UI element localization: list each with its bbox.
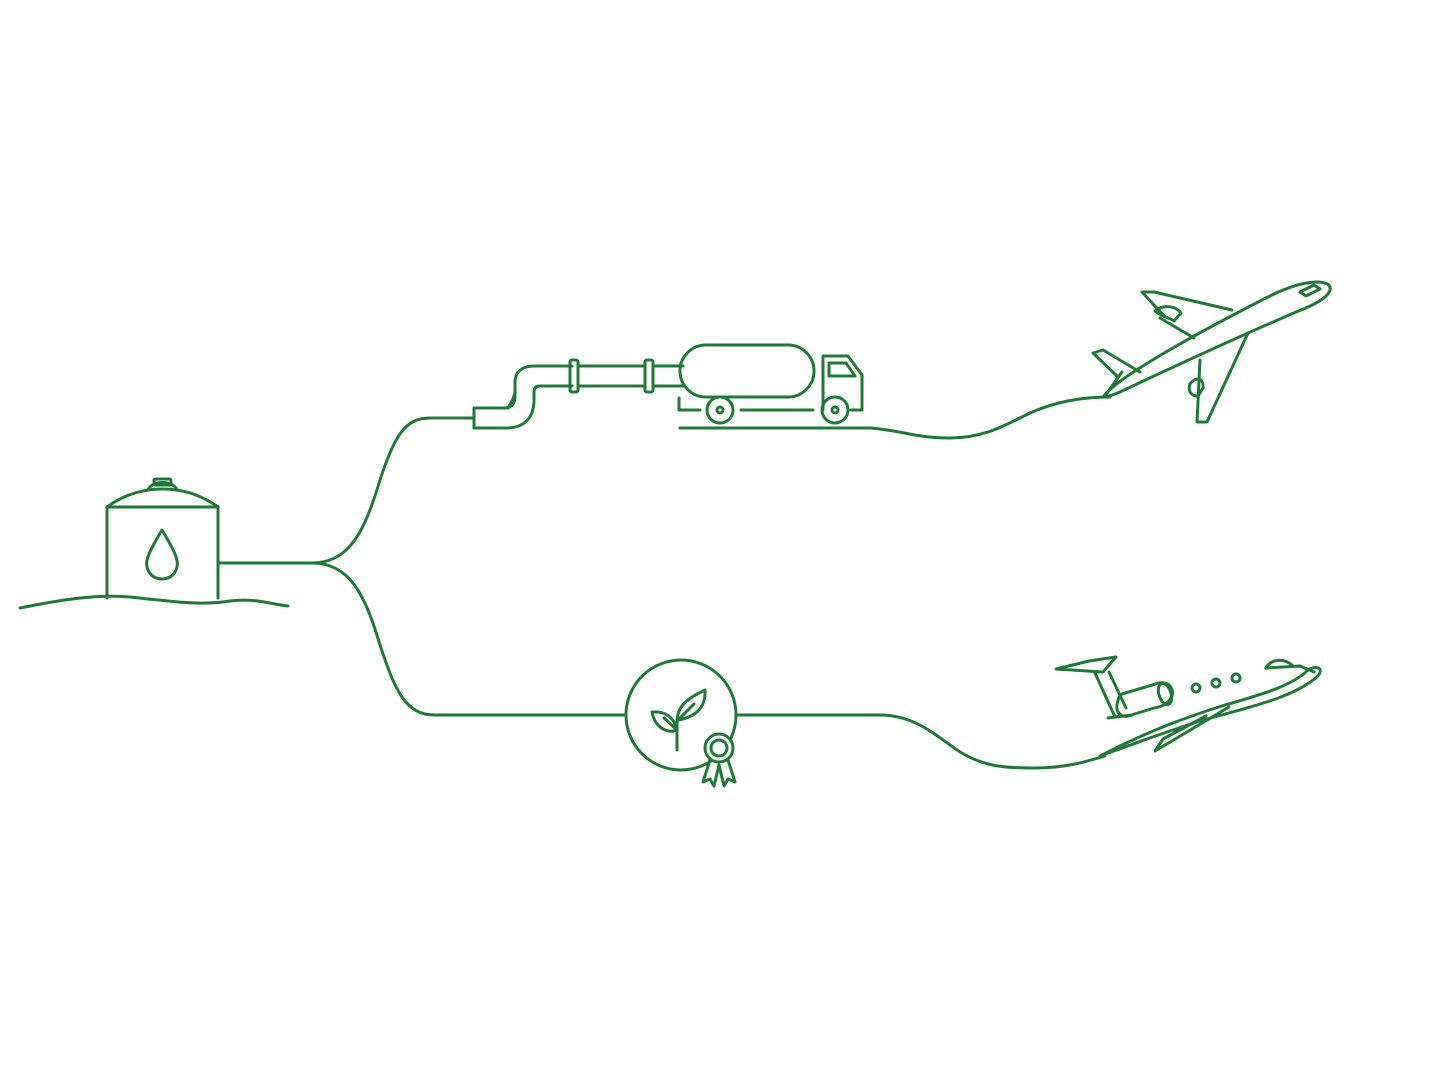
flow-to-business-jet [734,713,1107,770]
flow-lower-branch [310,561,628,717]
leaf-certificate-icon [624,658,738,788]
fuel-drop-icon [145,528,179,581]
flow-to-airliner [868,395,1112,440]
private-jet-icon [1054,655,1322,758]
pipe-icon [472,358,685,430]
fuel-truck-icon [677,343,872,430]
ground-line [18,594,290,610]
airliner-icon [1091,280,1332,424]
flow-upper-branch [310,416,476,565]
fuel-tank-icon [105,477,220,600]
